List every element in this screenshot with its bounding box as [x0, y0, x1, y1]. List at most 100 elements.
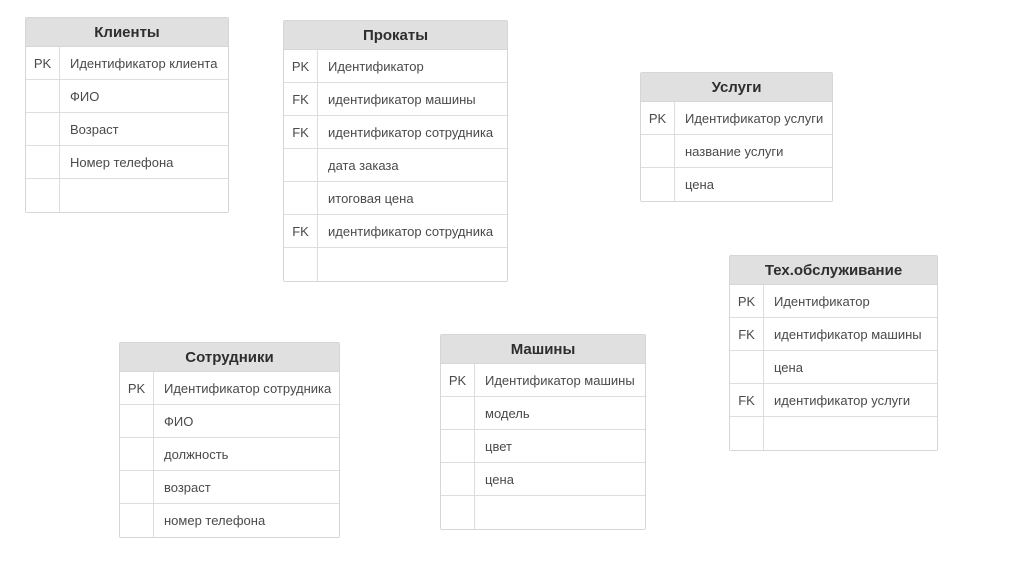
- attr-cell: ФИО: [70, 88, 100, 104]
- entity-row: цвет: [441, 430, 645, 463]
- key-cell: [26, 179, 60, 212]
- entity-row: FK идентификатор машины: [730, 318, 937, 351]
- entity-row: дата заказа: [284, 149, 507, 182]
- attr-cell: [60, 179, 228, 212]
- key-cell: FK: [284, 116, 318, 148]
- attr-cell: Идентификатор услуги: [685, 110, 824, 126]
- key-cell: [284, 182, 318, 214]
- entity-title: Сотрудники: [120, 343, 339, 372]
- key-cell: PK: [441, 364, 475, 396]
- entity-row: [284, 248, 507, 281]
- attr-cell: Идентификатор сотрудника: [164, 380, 332, 396]
- key-cell: [120, 438, 154, 470]
- key-cell: [26, 80, 60, 112]
- entity-row: Возраст: [26, 113, 228, 146]
- entity-row: Номер телефона: [26, 146, 228, 179]
- entity-row: PK Идентификатор машины: [441, 364, 645, 397]
- entity-row: FK идентификатор сотрудника: [284, 215, 507, 248]
- entity-rows: PK Идентификатор FK идентификатор машины…: [730, 285, 937, 450]
- attr-cell: дата заказа: [328, 157, 399, 173]
- entity-mashiny[interactable]: Машины PK Идентификатор машины модель цв…: [440, 334, 646, 530]
- entity-row: PK Идентификатор клиента: [26, 47, 228, 80]
- attr-cell: Возраст: [70, 121, 119, 137]
- key-cell: FK: [284, 215, 318, 247]
- attr-cell: название услуги: [685, 143, 784, 159]
- key-cell: [120, 405, 154, 437]
- attr-cell: номер телефона: [164, 513, 266, 528]
- entity-title: Услуги: [641, 73, 832, 102]
- attr-cell: [764, 417, 937, 450]
- attr-cell: идентификатор услуги: [774, 392, 911, 408]
- attr-cell: возраст: [164, 479, 211, 495]
- entity-row: ФИО: [26, 80, 228, 113]
- key-cell: [730, 417, 764, 450]
- entity-row: FK идентификатор машины: [284, 83, 507, 116]
- attr-cell: идентификатор сотрудника: [328, 223, 494, 239]
- entity-uslugi[interactable]: Услуги PK Идентификатор услуги название …: [640, 72, 833, 202]
- attr-cell: Идентификатор: [774, 293, 870, 309]
- attr-cell: итоговая цена: [328, 190, 414, 206]
- entity-rows: PK Идентификатор машины модель цвет цена: [441, 364, 645, 529]
- entity-prokaty[interactable]: Прокаты PK Идентификатор FK идентификато…: [283, 20, 508, 282]
- key-cell: [641, 135, 675, 167]
- attr-cell: [475, 496, 645, 529]
- attr-cell: идентификатор машины: [774, 326, 922, 342]
- entity-row: [730, 417, 937, 450]
- entity-title: Прокаты: [284, 21, 507, 50]
- key-cell: [441, 430, 475, 462]
- attr-cell: Идентификатор: [328, 58, 424, 74]
- key-cell: [441, 496, 475, 529]
- key-cell: PK: [284, 50, 318, 82]
- entity-klienty[interactable]: Клиенты PK Идентификатор клиента ФИО Воз…: [25, 17, 229, 213]
- entity-row: PK Идентификатор: [284, 50, 507, 83]
- attr-cell: модель: [485, 405, 530, 421]
- entity-row: должность: [120, 438, 339, 471]
- entity-row: номер телефона: [120, 504, 339, 537]
- attr-cell: [318, 248, 507, 281]
- attr-cell: идентификатор сотрудника: [328, 124, 494, 140]
- key-cell: [284, 248, 318, 281]
- attr-cell: должность: [164, 446, 229, 462]
- attr-cell: цена: [774, 359, 803, 375]
- key-cell: FK: [284, 83, 318, 115]
- entity-title: Машины: [441, 335, 645, 364]
- entity-row: название услуги: [641, 135, 832, 168]
- entity-row: итоговая цена: [284, 182, 507, 215]
- entity-row: PK Идентификатор сотрудника: [120, 372, 339, 405]
- attr-cell: цена: [485, 471, 514, 487]
- entity-title: Тех.обслуживание: [730, 256, 937, 285]
- key-cell: FK: [730, 384, 764, 416]
- entity-row: [26, 179, 228, 212]
- key-cell: PK: [26, 47, 60, 79]
- entity-teh-obsluzhivanie[interactable]: Тех.обслуживание PK Идентификатор FK иде…: [729, 255, 938, 451]
- key-cell: [441, 463, 475, 495]
- entity-row: FK идентификатор сотрудника: [284, 116, 507, 149]
- entity-row: модель: [441, 397, 645, 430]
- entity-row: FK идентификатор услуги: [730, 384, 937, 417]
- attr-cell: Идентификатор клиента: [70, 55, 218, 71]
- key-cell: PK: [641, 102, 675, 134]
- key-cell: [441, 397, 475, 429]
- entity-rows: PK Идентификатор услуги название услуги …: [641, 102, 832, 201]
- attr-cell: цвет: [485, 438, 512, 454]
- entity-row: [441, 496, 645, 529]
- entity-rows: PK Идентификатор клиента ФИО Возраст Ном…: [26, 47, 228, 212]
- entity-row: цена: [641, 168, 832, 201]
- attr-cell: идентификатор машины: [328, 91, 476, 107]
- key-cell: [26, 146, 60, 178]
- key-cell: FK: [730, 318, 764, 350]
- key-cell: [641, 168, 675, 201]
- entity-sotrudniki[interactable]: Сотрудники PK Идентификатор сотрудника Ф…: [119, 342, 340, 538]
- key-cell: [26, 113, 60, 145]
- entity-row: PK Идентификатор услуги: [641, 102, 832, 135]
- attr-cell: ФИО: [164, 413, 194, 429]
- entity-rows: PK Идентификатор сотрудника ФИО должност…: [120, 372, 339, 537]
- entity-row: цена: [441, 463, 645, 496]
- key-cell: [284, 149, 318, 181]
- entity-rows: PK Идентификатор FK идентификатор машины…: [284, 50, 507, 281]
- entity-title: Клиенты: [26, 18, 228, 47]
- key-cell: [120, 471, 154, 503]
- entity-row: возраст: [120, 471, 339, 504]
- attr-cell: Номер телефона: [70, 154, 174, 170]
